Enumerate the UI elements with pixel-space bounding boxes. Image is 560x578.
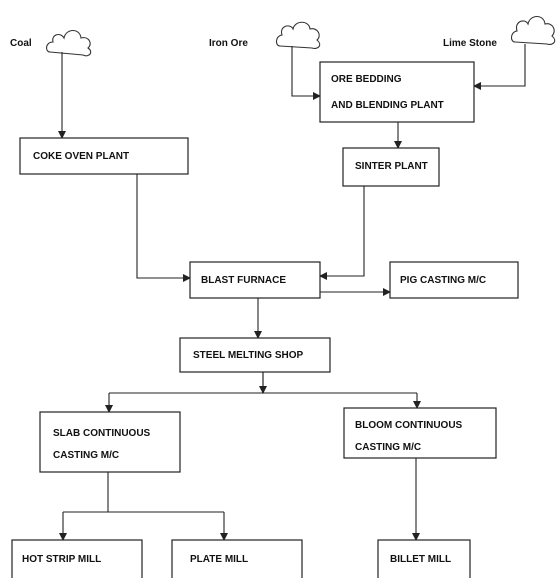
ore-bedding-line2: AND BLENDING PLANT	[331, 100, 444, 111]
iron-ore-cloud-icon	[275, 21, 321, 49]
slab-line2: CASTING M/C	[53, 450, 119, 461]
pig-casting-label: PIG CASTING M/C	[400, 275, 486, 286]
coke-oven-label: COKE OVEN PLANT	[33, 151, 129, 162]
coal-cloud-icon	[46, 29, 92, 57]
ore-bedding-line1: ORE BEDDING	[331, 74, 402, 85]
arrow-coke-oven-to-blast-furnace	[136, 174, 191, 282]
ore-bedding-box: ORE BEDDING AND BLENDING PLANT	[319, 61, 475, 123]
bloom-continuous-casting-box: BLOOM CONTINUOUS CASTING M/C	[343, 407, 497, 459]
steel-melting-box: STEEL MELTING SHOP	[179, 337, 331, 373]
bloom-line1: BLOOM CONTINUOUS	[355, 420, 463, 431]
blast-furnace-label: BLAST FURNACE	[201, 275, 286, 286]
slab-continuous-casting-box: SLAB CONTINUOUS CASTING M/C	[39, 411, 181, 473]
bloom-line2: CASTING M/C	[355, 442, 421, 453]
sinter-label: SINTER PLANT	[355, 161, 428, 172]
lime-stone-cloud-icon	[510, 15, 556, 45]
billet-mill-label: BILLET MILL	[390, 554, 451, 565]
plate-mill-label: PLATE MILL	[190, 554, 248, 565]
billet-mill-box: BILLET MILL	[377, 539, 471, 578]
arrow-sinter-to-blast-furnace	[319, 186, 365, 280]
hot-strip-mill-label: HOT STRIP MILL	[22, 554, 101, 565]
blast-furnace-box: BLAST FURNACE	[189, 261, 321, 299]
coke-oven-box: COKE OVEN PLANT	[19, 137, 189, 175]
sinter-box: SINTER PLANT	[342, 147, 440, 187]
plate-mill-box: PLATE MILL	[171, 539, 303, 578]
coal-label: Coal	[10, 38, 32, 49]
arrow-iron-ore-to-ore-bedding	[291, 46, 321, 100]
arrow-lime-stone-to-ore-bedding	[473, 44, 526, 90]
slab-line1: SLAB CONTINUOUS	[53, 428, 151, 439]
hot-strip-mill-box: HOT STRIP MILL	[11, 539, 143, 578]
steel-melting-label: STEEL MELTING SHOP	[193, 350, 304, 361]
iron-ore-label: Iron Ore	[209, 38, 248, 49]
pig-casting-box: PIG CASTING M/C	[389, 261, 519, 299]
lime-stone-label: Lime Stone	[443, 38, 497, 49]
